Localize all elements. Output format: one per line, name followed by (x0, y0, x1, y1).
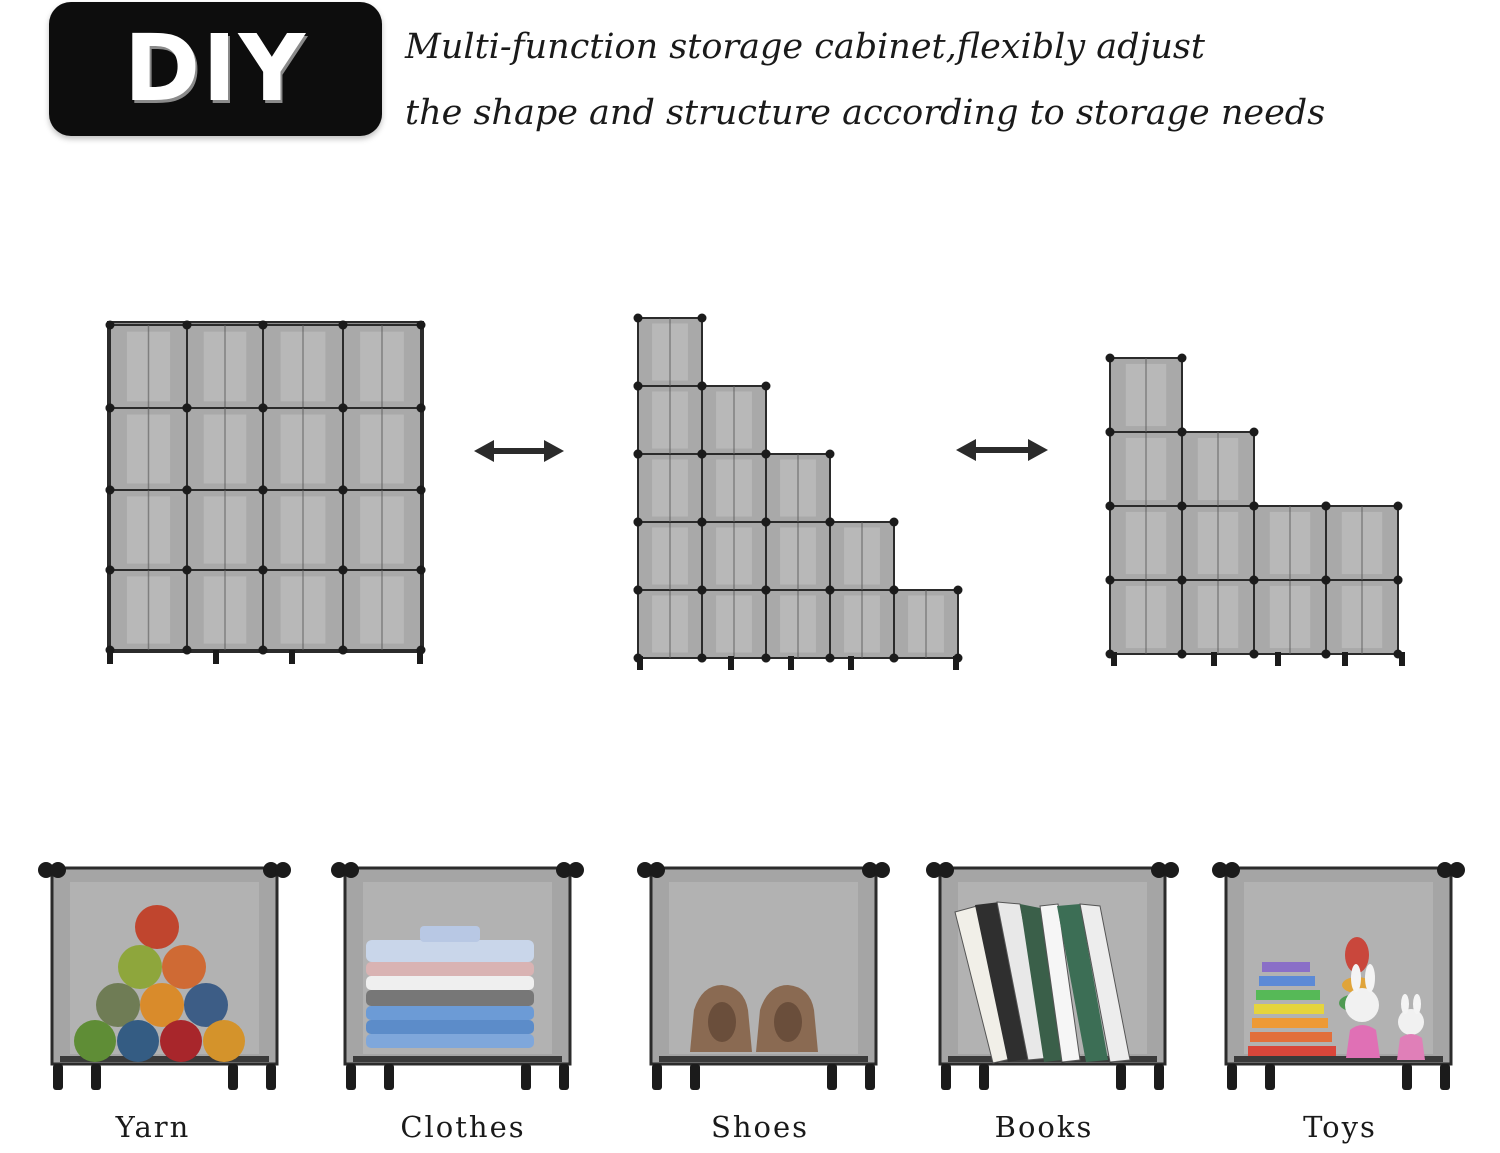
headline: Multi-function storage cabinet,flexibly … (405, 14, 1485, 146)
cube-cell (633, 449, 707, 527)
use-label-toys: Toys (1303, 1110, 1377, 1144)
leg (953, 656, 959, 670)
cube-cell (258, 320, 348, 413)
cube-cell (633, 381, 707, 459)
folded-shirts-icon (366, 926, 534, 1048)
use-label-books: Books (994, 1110, 1094, 1144)
cube-cell (105, 565, 192, 655)
use-label-shoes: Shoes (710, 1110, 810, 1144)
cube-cell (1177, 501, 1259, 585)
use-label-yarn: Yarn (115, 1110, 191, 1144)
cube-cell (761, 449, 835, 527)
cube-cell (258, 565, 348, 655)
diy-badge: DIY (49, 2, 382, 136)
use-cube-shoes (637, 862, 890, 1090)
cube-cell (761, 517, 835, 595)
cube-cell (1321, 575, 1403, 659)
cube-cell (182, 565, 268, 655)
leg (417, 650, 423, 664)
cube-cell (1177, 575, 1259, 659)
use-label-clothes: Clothes (400, 1110, 526, 1144)
cube-cell (1249, 575, 1331, 659)
cube-cell (1177, 427, 1259, 511)
cube-cell (338, 485, 426, 575)
leg (1399, 652, 1405, 666)
cube-cell (1105, 427, 1187, 511)
cube-cell (825, 517, 899, 595)
cube-cell (1249, 501, 1331, 585)
cube-cell (258, 485, 348, 575)
leg (1275, 652, 1281, 666)
cube-cell (182, 485, 268, 575)
leg (1111, 652, 1117, 666)
double-arrow-icon (474, 440, 564, 462)
shoes-icon (690, 985, 818, 1052)
cube-cell (105, 320, 192, 413)
cube-cell (697, 449, 771, 527)
cube-cell (633, 313, 707, 391)
leg (637, 656, 643, 670)
cabinet-staircase-5 (633, 313, 963, 670)
cabinet-4x4-grid (105, 320, 426, 664)
leg (788, 656, 794, 670)
books-icon (954, 901, 1131, 1064)
cube-cell (105, 485, 192, 575)
cube-cell (633, 517, 707, 595)
leg (1342, 652, 1348, 666)
cube-cell (889, 585, 963, 663)
cube-cell (697, 381, 771, 459)
cube-cell (338, 403, 426, 495)
yarn-balls-icon (74, 905, 245, 1062)
leg (213, 650, 219, 664)
cube-cell (1105, 501, 1187, 585)
leg (848, 656, 854, 670)
cube-cell (1105, 575, 1187, 659)
leg (107, 650, 113, 664)
toys-icon (1248, 937, 1425, 1060)
cube-cell (761, 585, 835, 663)
cube-cell (105, 403, 192, 495)
cube-cell (1105, 353, 1187, 437)
leg (1211, 652, 1217, 666)
headline-line-1: Multi-function storage cabinet,flexibly … (405, 27, 1205, 67)
cube-cell (697, 585, 771, 663)
double-arrow-icon (956, 439, 1048, 461)
cube-cell (633, 585, 707, 663)
cube-cell (338, 320, 426, 413)
headline-line-2: the shape and structure according to sto… (405, 93, 1326, 133)
cube-cell (182, 320, 268, 413)
diy-badge-text: DIY (123, 15, 308, 122)
leg (728, 656, 734, 670)
cube-cell (258, 403, 348, 495)
cube-cell (182, 403, 268, 495)
cube-cell (697, 517, 771, 595)
cabinet-staircase-3 (1105, 353, 1405, 666)
cube-cell (825, 585, 899, 663)
cube-cell (1321, 501, 1403, 585)
cube-cell (338, 565, 426, 655)
leg (289, 650, 295, 664)
